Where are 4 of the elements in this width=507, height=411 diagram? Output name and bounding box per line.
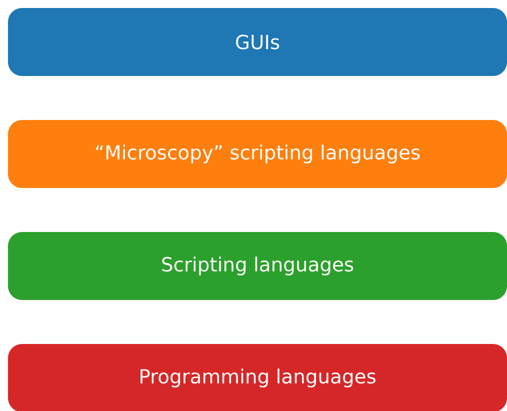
level-box: GUIs xyxy=(8,8,507,76)
level-box: “Microscopy” scripting languages xyxy=(8,120,507,188)
level-box: Programming languages xyxy=(8,344,507,411)
level-box: Scripting languages xyxy=(8,232,507,300)
